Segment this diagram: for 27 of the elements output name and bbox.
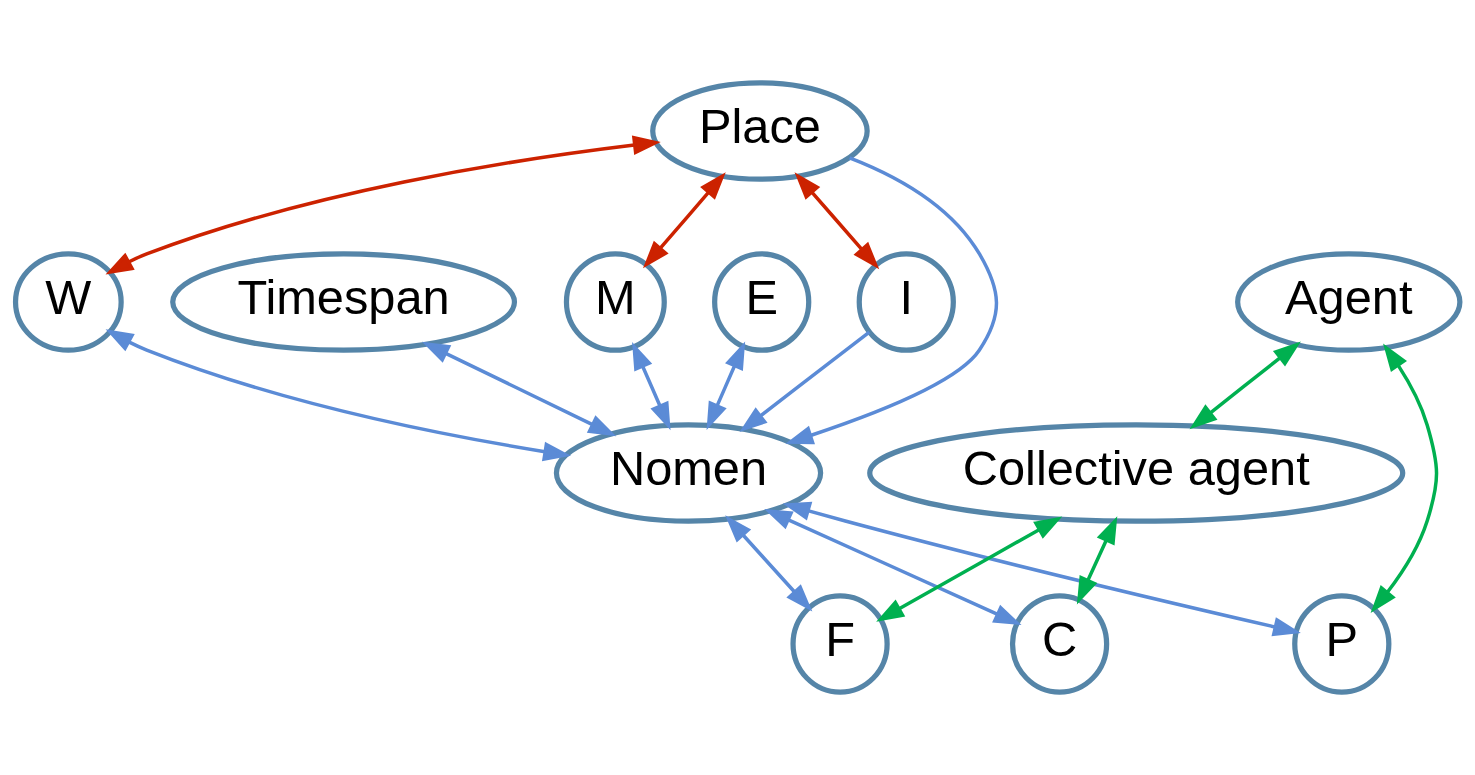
- arrow: [782, 501, 1301, 637]
- arrow: [706, 341, 746, 430]
- arrow: [739, 330, 871, 433]
- arrow: [105, 329, 572, 462]
- node-ellipse: Agent: [1235, 251, 1463, 353]
- node-ellipse: Timespan: [170, 251, 518, 353]
- node-circle: F: [790, 593, 890, 695]
- node-circle: E: [712, 251, 812, 353]
- node-ellipse: Place: [650, 80, 870, 182]
- node-circle: M: [563, 251, 667, 353]
- arrow: [1370, 343, 1439, 613]
- arrow: [725, 515, 813, 612]
- arrow: [632, 342, 671, 431]
- arrow: [105, 135, 661, 275]
- node-circle: P: [1292, 593, 1392, 695]
- arrow: [785, 156, 999, 445]
- arrow: [794, 172, 880, 270]
- arrow: [1189, 341, 1301, 430]
- arrow: [421, 341, 617, 437]
- node-circle: W: [12, 251, 124, 353]
- arrow: [876, 516, 1063, 622]
- node-ellipse: Collective agent: [867, 422, 1406, 524]
- arrow: [764, 508, 1022, 626]
- node-circle: C: [1009, 593, 1110, 695]
- node-circle: I: [856, 251, 956, 353]
- arrow: [1076, 516, 1118, 605]
- arrow: [643, 172, 726, 269]
